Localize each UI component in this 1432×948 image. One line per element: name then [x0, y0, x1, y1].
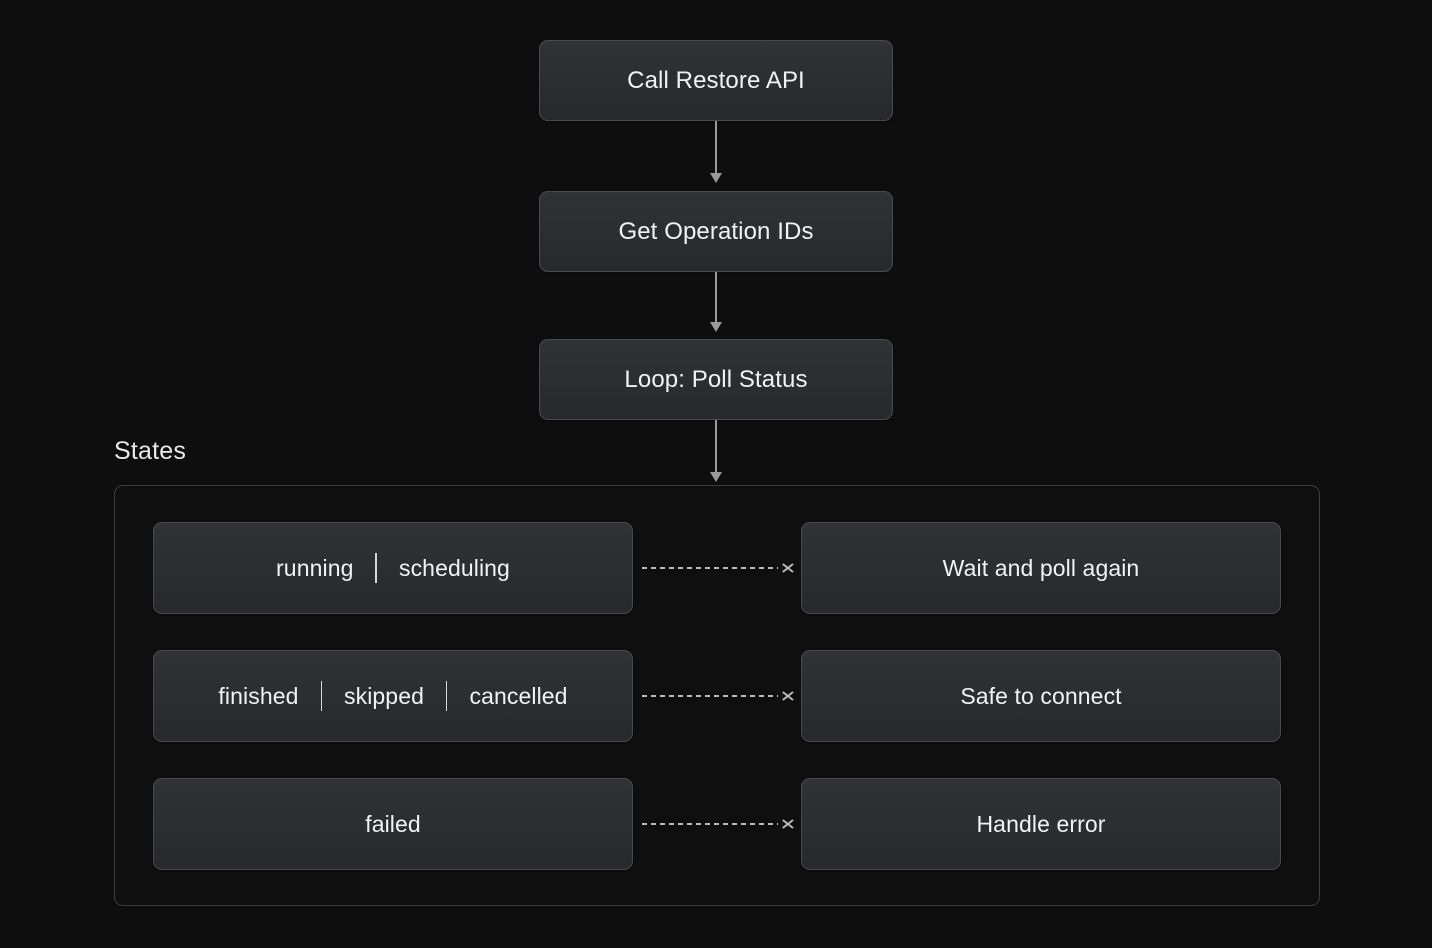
- states-group-label: States: [114, 437, 187, 465]
- chevron-arrow-head: [778, 688, 794, 704]
- state-box-failed[interactable]: failed: [153, 778, 633, 870]
- dashed-arrow-right-icon: [642, 688, 794, 704]
- state-separator: [320, 681, 322, 711]
- chevron-arrow-head: [778, 816, 794, 832]
- state-box-running[interactable]: running scheduling: [153, 522, 633, 614]
- action-label: Safe to connect: [960, 682, 1122, 709]
- arrow-shaft: [715, 121, 717, 174]
- state-token: skipped: [344, 682, 424, 709]
- node-loop-poll-status[interactable]: Loop: Poll Status: [539, 339, 893, 420]
- arrow-down-icon: [708, 121, 723, 183]
- state-token: scheduling: [398, 554, 510, 581]
- arrow-shaft: [715, 272, 717, 323]
- arrow-down-icon: [708, 420, 723, 482]
- node-get-operation-ids[interactable]: Get Operation IDs: [539, 191, 893, 272]
- state-token: cancelled: [469, 682, 568, 709]
- dashed-line: [642, 823, 778, 825]
- arrow-head: [709, 173, 722, 183]
- action-box-safe-to-connect[interactable]: Safe to connect: [801, 650, 1281, 742]
- state-separator: [445, 681, 448, 711]
- dashed-arrow-right-icon: [642, 816, 794, 832]
- node-call-restore-api[interactable]: Call Restore API: [539, 40, 893, 121]
- state-row-running: running scheduling Wait and poll again: [115, 522, 1319, 614]
- action-label: Wait and poll again: [942, 554, 1140, 581]
- node-label: Call Restore API: [627, 66, 805, 94]
- arrow-shaft: [715, 420, 717, 473]
- state-token: finished: [218, 682, 299, 709]
- arrow-down-icon: [708, 272, 723, 332]
- state-separator: [375, 553, 377, 583]
- state-box-finished[interactable]: finished skipped cancelled: [153, 650, 633, 742]
- state-row-finished: finished skipped cancelled Safe to conne…: [115, 650, 1319, 742]
- state-token: running: [276, 554, 354, 581]
- chevron-arrow-head: [778, 560, 794, 576]
- arrow-head: [709, 322, 722, 332]
- dashed-line: [642, 567, 778, 569]
- node-label: Get Operation IDs: [618, 217, 814, 245]
- node-label: Loop: Poll Status: [624, 365, 808, 393]
- action-box-wait-and-poll-again[interactable]: Wait and poll again: [801, 522, 1281, 614]
- action-box-handle-error[interactable]: Handle error: [801, 778, 1281, 870]
- dashed-line: [642, 695, 778, 697]
- state-token: failed: [365, 810, 421, 837]
- states-group-container: running scheduling Wait and poll again f…: [114, 485, 1320, 906]
- state-row-failed: failed Handle error: [115, 778, 1319, 870]
- arrow-head: [709, 472, 722, 482]
- dashed-arrow-right-icon: [642, 560, 794, 576]
- action-label: Handle error: [976, 810, 1106, 837]
